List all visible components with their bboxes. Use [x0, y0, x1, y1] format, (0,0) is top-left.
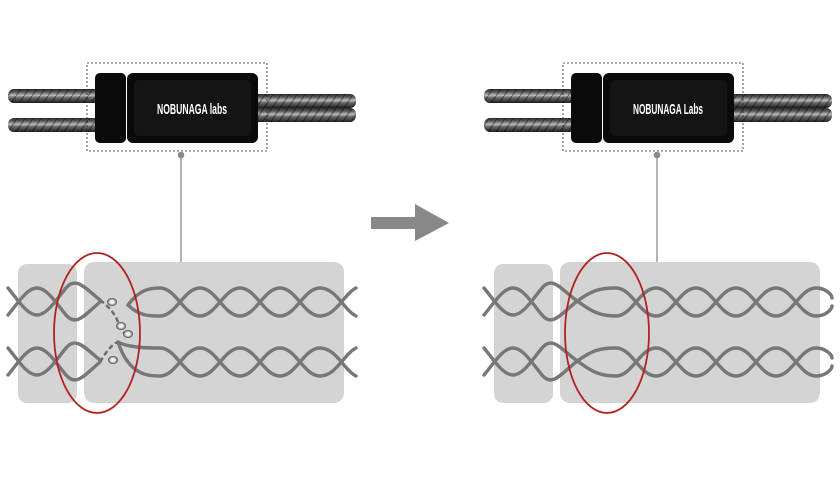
connector-assembly: NOBUNAGA labs [8, 62, 356, 152]
cable-left-lower [484, 118, 576, 132]
right-housing-block [84, 262, 344, 403]
right-arrow-icon [371, 204, 449, 241]
connector-assembly: NOBUNAGA Labs [484, 62, 832, 152]
wire-bundle-right-segment [116, 286, 358, 378]
dashed-selection-box [562, 62, 744, 152]
after-panel: NOBUNAGA Labs [482, 62, 834, 414]
broken-wire-joints [98, 298, 133, 364]
splice-point [107, 298, 117, 306]
connector-small-block [571, 73, 602, 143]
cable-right-upper [252, 94, 356, 108]
splice-point [123, 330, 133, 338]
cable-right-upper [728, 94, 832, 108]
brand-label: NOBUNAGA labs [157, 101, 227, 118]
splice-point [108, 356, 118, 364]
before-panel: NOBUNAGA labs [6, 62, 358, 414]
fixed-highlight-circle [564, 252, 650, 414]
problem-highlight-circle [53, 252, 141, 414]
cable-right-lower [252, 108, 356, 122]
dashed-selection-box [86, 62, 268, 152]
cable-left-upper [8, 89, 100, 103]
cable-left-upper [484, 89, 576, 103]
wire-bundle-continuous [482, 281, 834, 382]
cable-left-lower [8, 118, 100, 132]
wire-bundle-left-segment [6, 281, 102, 382]
brand-label: NOBUNAGA Labs [633, 101, 703, 118]
cable-right-lower [728, 108, 832, 122]
splice-point [116, 322, 126, 330]
connector-small-block [95, 73, 126, 143]
right-housing-block [560, 262, 820, 403]
